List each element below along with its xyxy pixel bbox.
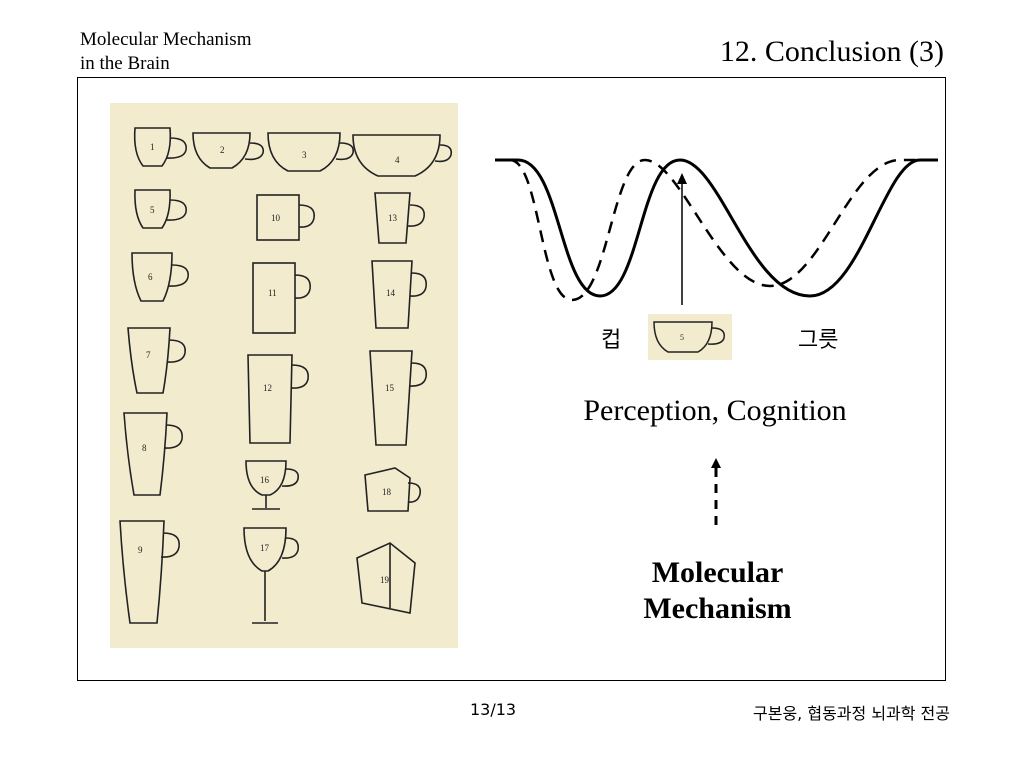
- cup-7: [127, 327, 186, 394]
- bowl-word-label: 그릇: [798, 328, 839, 353]
- cup-label-17: 17: [260, 543, 270, 553]
- cup-label-3: 3: [302, 150, 307, 160]
- cup-14: [371, 260, 428, 329]
- molecular-line1: Molecular: [651, 556, 784, 589]
- cup-2: [192, 132, 265, 169]
- course-name-line2: in the Brain: [80, 53, 170, 74]
- cup-label-4: 4: [395, 155, 400, 165]
- cup-17: [243, 527, 300, 624]
- molecular-line2: Mechanism: [643, 592, 792, 625]
- cup-label-13: 13: [388, 213, 398, 223]
- author-credit: 구본웅, 협동과정 뇌과학 전공: [753, 704, 950, 723]
- cup-6: [131, 252, 189, 302]
- cup-label-10: 10: [271, 213, 281, 223]
- highlight-cup-image: 5: [648, 314, 732, 360]
- slide-title: 12. Conclusion (3): [719, 35, 944, 68]
- cup-label-8: 8: [142, 443, 147, 453]
- cup-label-7: 7: [146, 350, 151, 360]
- dashed-wave: [509, 158, 938, 302]
- cup-5: [134, 189, 187, 229]
- cup-15: [369, 350, 428, 446]
- cup-label-2: 2: [220, 145, 225, 155]
- cup-label-18: 18: [382, 487, 392, 497]
- cup-label-19: 19: [380, 575, 390, 585]
- cup-10: [256, 194, 316, 241]
- cup-4: [352, 134, 453, 177]
- cup-11: [252, 262, 312, 334]
- cup-8: [123, 412, 183, 496]
- cup-label-6: 6: [148, 272, 153, 282]
- cup-drawings: 1 2 3 4 5 6 7 8 9 10 11 12 13 14 15 16 1…: [119, 127, 453, 624]
- molecular-mechanism-label: Molecular Mechanism: [600, 555, 835, 627]
- cup-label-11: 11: [268, 288, 277, 298]
- cup-13: [374, 192, 426, 244]
- cup-12: [247, 354, 309, 444]
- solid-wave: [495, 158, 938, 298]
- course-name: Molecular Mechanism in the Brain: [80, 28, 251, 76]
- cup-3: [267, 132, 355, 172]
- cup-label-16: 16: [260, 475, 270, 485]
- cup-9: [119, 520, 180, 624]
- dashed-up-arrow: [711, 458, 721, 530]
- cup-19: [356, 542, 416, 614]
- category-wave-diagram: [495, 158, 938, 305]
- cup-label-14: 14: [386, 288, 396, 298]
- content-frame: [77, 77, 946, 681]
- perception-cognition-label: Perception, Cognition: [583, 394, 847, 427]
- cup-figure: 1 2 3 4 5 6 7 8 9 10 11 12 13 14 15 16 1…: [110, 103, 458, 648]
- boundary-arrow-head: [677, 173, 687, 184]
- cup-label-12: 12: [263, 383, 272, 393]
- cup-word-label: 컵: [601, 328, 622, 353]
- cup-label-5: 5: [150, 205, 155, 215]
- course-name-line1: Molecular Mechanism: [80, 29, 252, 50]
- cup-label-9: 9: [138, 545, 143, 555]
- cup-16: [245, 460, 300, 510]
- cup-label-15: 15: [385, 383, 395, 393]
- page-number: 13/13: [470, 700, 517, 719]
- cup-1: [133, 127, 187, 167]
- highlight-cup-number: 5: [680, 333, 684, 342]
- cup-label-1: 1: [150, 142, 155, 152]
- cup-18: [364, 467, 422, 512]
